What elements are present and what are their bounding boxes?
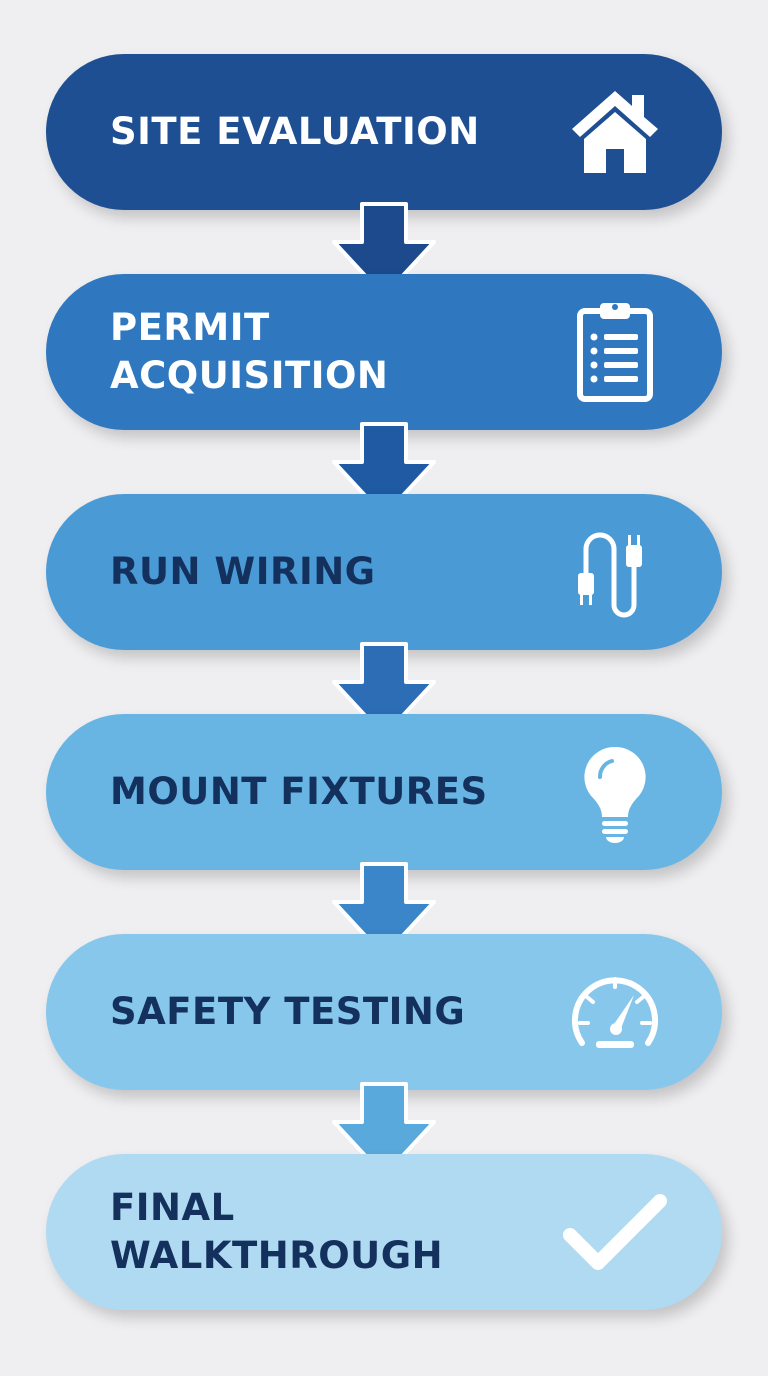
flow-arrow <box>332 642 436 740</box>
step-site-evaluation: SITE EVALUATION <box>46 54 722 210</box>
step-label: SAFETY TESTING <box>110 990 466 1033</box>
step-safety-testing: SAFETY TESTING <box>46 934 722 1090</box>
flow-arrow <box>332 202 436 300</box>
step-label: PERMIT ACQUISITION <box>110 306 389 397</box>
step-label: FINAL WALKTHROUGH <box>110 1186 444 1277</box>
step-label: RUN WIRING <box>110 550 376 593</box>
step-label: SITE EVALUATION <box>110 110 480 153</box>
clipboard-icon <box>560 297 670 407</box>
step-run-wiring: RUN WIRING <box>46 494 722 650</box>
step-label: MOUNT FIXTURES <box>110 770 488 813</box>
step-final-walkthrough: FINAL WALKTHROUGH <box>46 1154 722 1310</box>
step-permit-acquisition: PERMIT ACQUISITION <box>46 274 722 430</box>
light-bulb-icon <box>560 737 670 847</box>
gauge-icon <box>560 957 670 1067</box>
flow-arrow <box>332 1082 436 1180</box>
flow-arrow <box>332 862 436 960</box>
step-mount-fixtures: MOUNT FIXTURES <box>46 714 722 870</box>
flow-arrow <box>332 422 436 520</box>
house-icon <box>560 77 670 187</box>
plug-cable-icon <box>560 517 670 627</box>
checkmark-icon <box>560 1177 670 1287</box>
